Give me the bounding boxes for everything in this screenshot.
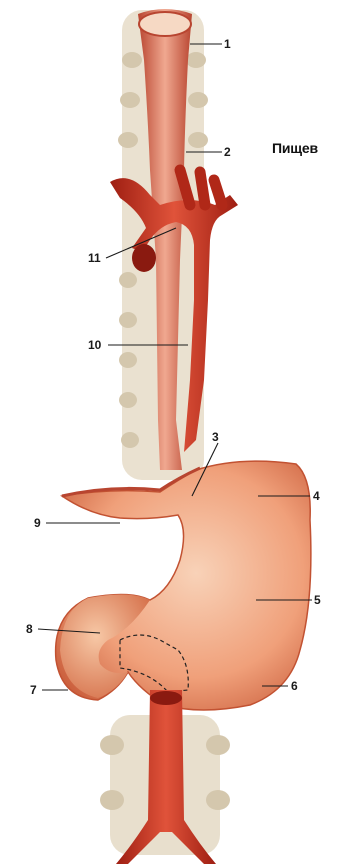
label-4: 4 xyxy=(313,489,320,503)
label-5: 5 xyxy=(314,593,321,607)
stomach xyxy=(56,461,311,710)
label-10: 10 xyxy=(88,338,102,352)
label-8: 8 xyxy=(26,622,33,636)
label-9: 9 xyxy=(34,516,41,530)
label-1: 1 xyxy=(224,37,231,51)
label-3: 3 xyxy=(212,430,219,444)
label-6: 6 xyxy=(291,679,298,693)
label-11: 11 xyxy=(88,251,101,265)
label-7: 7 xyxy=(30,683,37,697)
label-2: 2 xyxy=(224,145,231,159)
